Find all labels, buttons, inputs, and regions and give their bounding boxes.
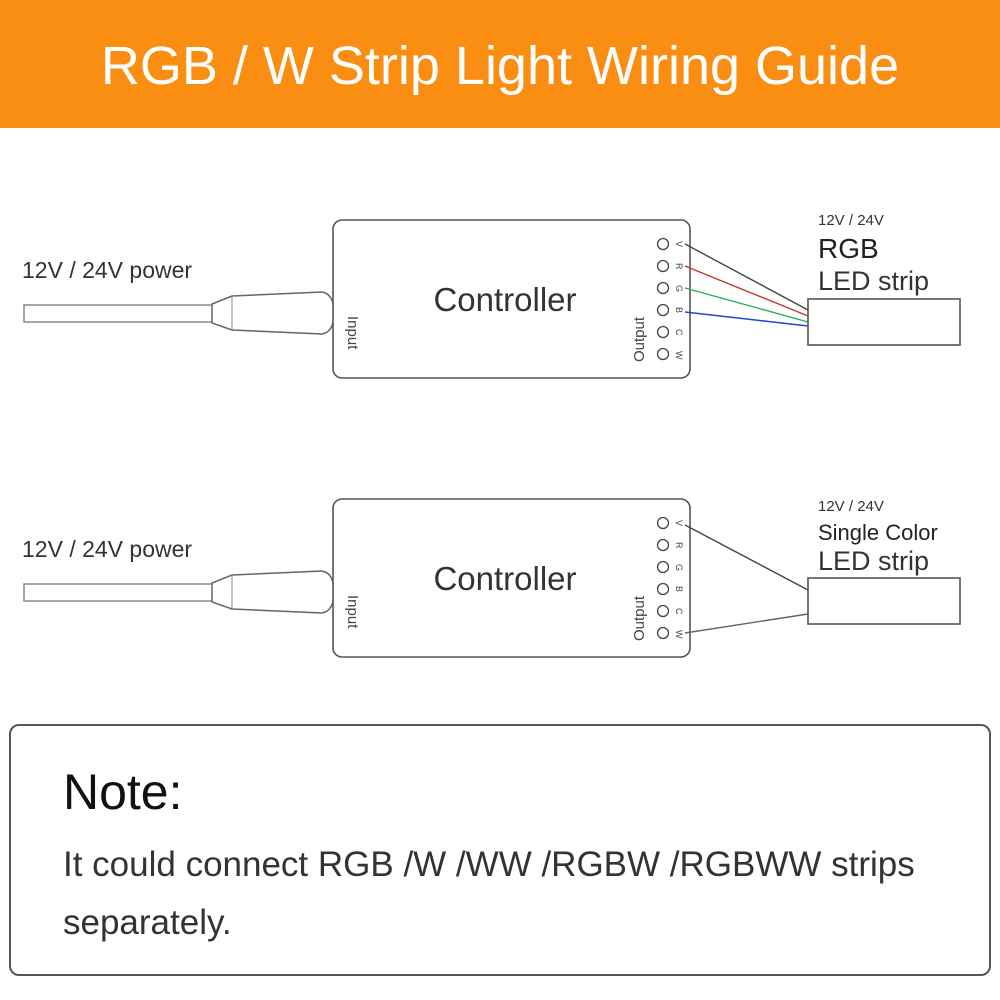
- output-label: Output: [631, 595, 648, 641]
- pin-label: W: [674, 351, 684, 360]
- pin-label: B: [674, 307, 684, 313]
- page-title: RGB / W Strip Light Wiring Guide: [100, 36, 900, 96]
- note-box: Note: It could connect RGB /W /WW /RGBW …: [9, 724, 991, 976]
- input-label: Input: [344, 595, 361, 629]
- strip-type: Single Color: [818, 520, 938, 545]
- pin-label: G: [674, 285, 684, 292]
- output-terminals: V R G B C W: [656, 237, 684, 361]
- output-terminals: V R G B C W: [656, 516, 684, 640]
- terminal-b: [656, 303, 670, 317]
- pin-label: R: [674, 542, 684, 549]
- wire-r: [684, 265, 809, 317]
- terminal-g: [656, 281, 670, 295]
- pin-label: W: [674, 630, 684, 639]
- wire-g: [684, 287, 809, 323]
- terminal-r: [656, 259, 670, 273]
- diagram-rgb: 12V / 24V power Controller Input Output …: [22, 212, 961, 379]
- wire-v: [684, 524, 809, 591]
- terminal-w: [656, 626, 670, 640]
- output-label: Output: [631, 316, 648, 362]
- header-banner: RGB / W Strip Light Wiring Guide: [0, 0, 1000, 128]
- led-strip-rgb: [807, 298, 961, 346]
- led-strip-single-color: [807, 577, 961, 625]
- strip-name: LED strip: [818, 266, 929, 296]
- pin-label: V: [674, 520, 684, 526]
- pin-label: C: [674, 329, 684, 336]
- wires: [684, 243, 809, 327]
- wiring-diagram: 12V / 24V power Controller Input Output …: [22, 212, 961, 658]
- pin-label: B: [674, 586, 684, 592]
- strip-voltage: 12V / 24V: [818, 212, 884, 229]
- strip-name: LED strip: [818, 546, 929, 576]
- diagram-single-color: 12V / 24V power Controller Input Output …: [22, 498, 961, 658]
- controller-box: [332, 219, 691, 379]
- terminal-w: [656, 347, 670, 361]
- wire-w: [684, 613, 809, 634]
- terminal-v: [656, 237, 670, 251]
- terminal-r: [656, 538, 670, 552]
- terminal-v: [656, 516, 670, 530]
- terminal-b: [656, 582, 670, 596]
- dc-plug: [211, 291, 335, 335]
- dc-plug: [211, 570, 335, 614]
- note-body: It could connect RGB /W /WW /RGBW /RGBWW…: [63, 845, 915, 942]
- input-label: Input: [344, 316, 361, 350]
- pin-label: V: [674, 241, 684, 247]
- pin-label: G: [674, 564, 684, 571]
- terminal-c: [656, 325, 670, 339]
- terminal-c: [656, 604, 670, 618]
- power-label: 12V / 24V power: [22, 536, 192, 562]
- pin-label: C: [674, 608, 684, 615]
- controller-label: Controller: [433, 560, 576, 597]
- terminal-g: [656, 560, 670, 574]
- controller-box: [332, 498, 691, 658]
- wire-v: [684, 243, 809, 311]
- wires: [684, 524, 809, 634]
- strip-type: RGB: [818, 233, 879, 264]
- power-label: 12V / 24V power: [22, 257, 192, 283]
- pin-label: R: [674, 263, 684, 270]
- power-cable: [23, 570, 335, 614]
- note-title: Note:: [63, 764, 183, 820]
- power-cable: [23, 291, 335, 335]
- controller-label: Controller: [433, 281, 576, 318]
- wire-b: [684, 311, 809, 327]
- strip-voltage: 12V / 24V: [818, 498, 884, 515]
